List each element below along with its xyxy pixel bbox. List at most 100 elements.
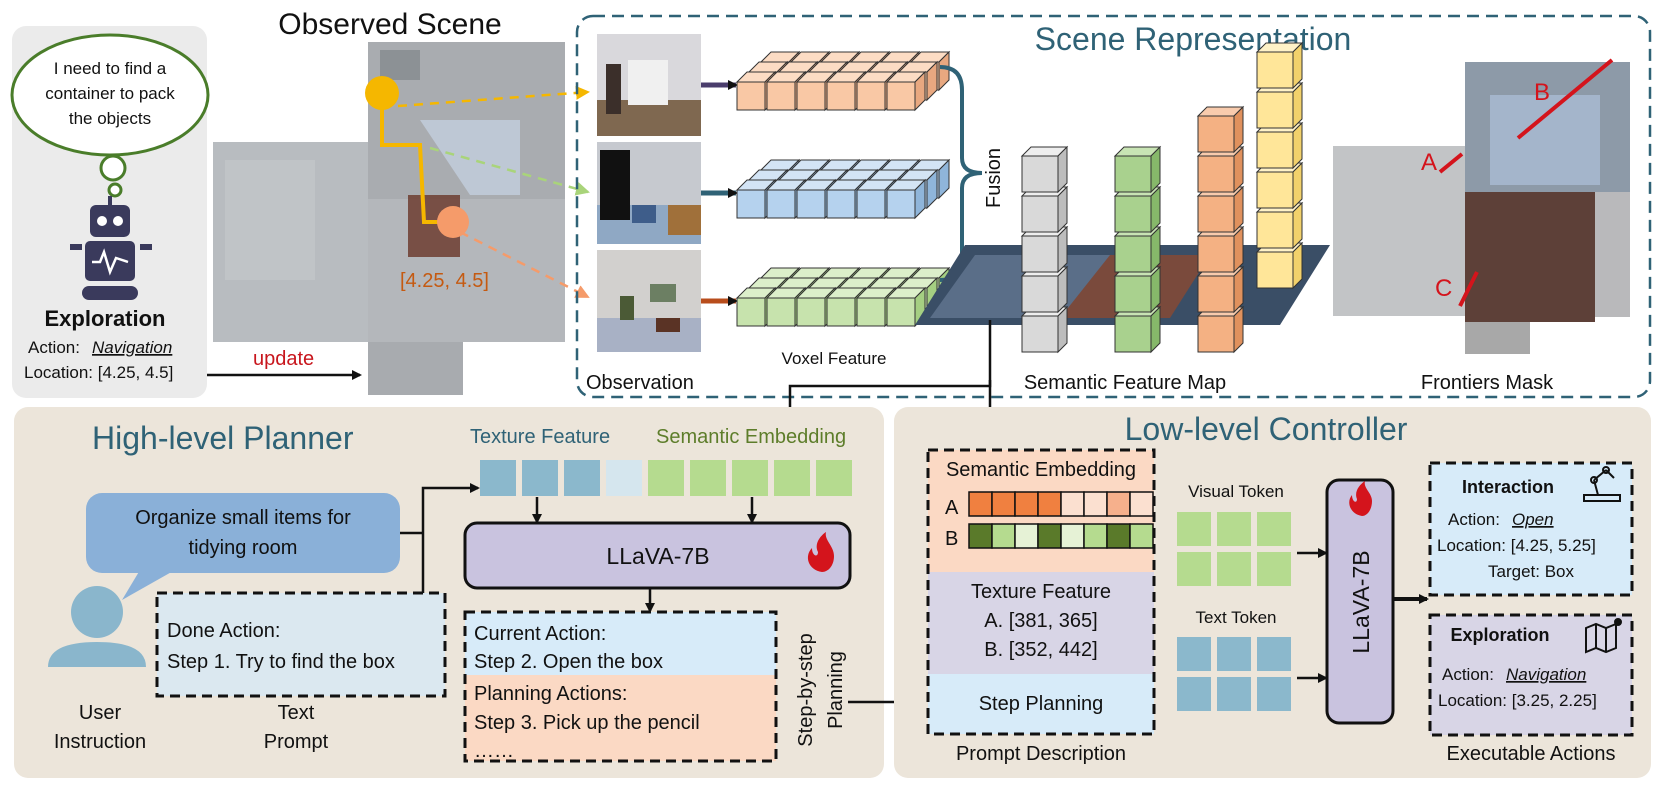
low-level-controller-title: Low-level Controller [1125, 411, 1408, 447]
user-label-line-2: Instruction [54, 731, 146, 753]
visual-token [1257, 512, 1291, 546]
observation-label: Observation [586, 372, 694, 394]
thought-cloud: I need to find a container to pack the o… [10, 33, 210, 198]
planning-actions-line-3: …… [474, 740, 514, 762]
exploration-action-prefix: Action: [1442, 665, 1494, 684]
voxel-cube [855, 286, 897, 328]
frontier-label-b: B [1534, 79, 1550, 106]
visual-token [1217, 512, 1251, 546]
observation-image-1 [597, 34, 701, 136]
embedding-cell-b [968, 523, 993, 549]
feature-cube [1255, 121, 1304, 170]
embedding-cell-a [1014, 491, 1039, 517]
exploration-action-prefix: Action: [28, 338, 80, 357]
embedding-row-a-label: A [945, 497, 959, 519]
user-speech-line-1: Organize small items for [135, 507, 351, 529]
frontiers-mask-map: A B C [1333, 58, 1630, 354]
prompt-description-box: Semantic Embedding A B Texture Feature A… [926, 448, 1156, 736]
done-action-line-1: Done Action: [167, 620, 280, 642]
controller-llava-box: LLaVA-7B [1325, 478, 1395, 725]
semantic-embedding-label: Semantic Embedding [656, 426, 846, 448]
visual-token [1177, 552, 1211, 586]
target-position-marker [437, 206, 469, 238]
feature-cube [1020, 265, 1069, 314]
embedding-cell-a [1037, 491, 1062, 517]
interaction-action-value: Open [1512, 510, 1554, 529]
done-action-line-2: Step 1. Try to find the box [167, 651, 395, 673]
flame-icon [807, 532, 834, 572]
texture-value-a: A. [381, 365] [984, 610, 1097, 632]
to-planner-arrow [785, 320, 992, 424]
frontier-line-c [1458, 271, 1479, 307]
voxel-cube [885, 178, 927, 220]
exploration-action-box: Exploration Action: Navigation Location:… [1428, 613, 1634, 737]
feature-cube [1113, 305, 1162, 354]
feature-cube [1020, 305, 1069, 354]
embedding-cell-a [1083, 491, 1108, 517]
map-icon [1585, 618, 1622, 654]
feature-cube [1196, 225, 1245, 274]
observation-image-2 [597, 142, 701, 244]
embedding-cell-b [991, 523, 1016, 549]
thought-line-2: container to pack [45, 84, 175, 103]
interaction-action-box: Interaction Action: Open Location: [4.25… [1428, 461, 1634, 597]
texture-token [522, 460, 558, 496]
exploration-panel: I need to find a container to pack the o… [10, 26, 210, 398]
exploration-title: Exploration [44, 306, 165, 331]
planning-output-box: Current Action: Step 2. Open the box Pla… [463, 610, 778, 763]
semantic-feature-map [915, 41, 1330, 354]
planner-model-name: LLaVA-7B [606, 543, 709, 569]
observation-image-3 [597, 250, 701, 352]
interaction-action-prefix: Action: [1448, 510, 1500, 529]
thought-line-3: the objects [69, 109, 151, 128]
high-level-planner-title: High-level Planner [92, 420, 354, 456]
feature-cube [1113, 185, 1162, 234]
voxel-feature-label: Voxel Feature [782, 349, 887, 368]
fusion-label: Fusion [983, 148, 1005, 208]
thought-line-1: I need to find a [54, 59, 167, 78]
feature-cube [1255, 41, 1304, 90]
semantic-token [816, 460, 852, 496]
frontiers-mask-label: Frontiers Mask [1421, 372, 1554, 394]
embedding-cell-b [1106, 523, 1131, 549]
semantic-token [774, 460, 810, 496]
feature-cube [1196, 265, 1245, 314]
robot-arm-icon [1583, 466, 1621, 502]
visual-token-label: Visual Token [1188, 482, 1284, 501]
feature-cube [1255, 161, 1304, 210]
feature-stacks [1020, 41, 1304, 354]
interaction-target: Target: Box [1488, 562, 1574, 581]
text-token [1217, 637, 1251, 671]
user-speech-line-2: tidying room [189, 537, 298, 559]
prompt-description-label: Prompt Description [956, 743, 1126, 765]
feature-cube [1020, 145, 1069, 194]
user-label-line-1: User [79, 702, 122, 724]
user-icon [48, 586, 146, 667]
scene-representation-frame [575, 14, 1652, 399]
interaction-location: Location: [4.25, 5.25] [1437, 536, 1596, 555]
semantic-feature-map-label: Semantic Feature Map [1024, 372, 1226, 394]
embedding-cell-a [1106, 491, 1131, 517]
feature-cube [1113, 265, 1162, 314]
text-prompt-box: Done Action: Step 1. Try to find the box [155, 591, 447, 698]
embedding-cell-b [1060, 523, 1085, 549]
semantic-token [648, 460, 684, 496]
trajectory [365, 76, 590, 299]
exploration-action-title: Exploration [1450, 625, 1549, 645]
text-prompt-label-line-2: Prompt [264, 731, 329, 753]
embedding-cell-a [1129, 491, 1154, 517]
feature-cube [1113, 145, 1162, 194]
planning-actions-line-2: Step 3. Pick up the pencil [474, 712, 700, 734]
start-position-marker [365, 76, 399, 110]
embedding-cell-b [1037, 523, 1062, 549]
user-speech-bubble: Organize small items for tidying room [86, 493, 400, 600]
text-token [1177, 637, 1211, 671]
embedding-cell-b [1014, 523, 1039, 549]
frontier-line-a [1438, 152, 1464, 174]
feature-cube [1255, 201, 1304, 250]
feature-cube [1255, 241, 1304, 290]
texture-token [564, 460, 600, 496]
exploration-action-value: Navigation [1506, 665, 1586, 684]
feature-cube [1020, 225, 1069, 274]
